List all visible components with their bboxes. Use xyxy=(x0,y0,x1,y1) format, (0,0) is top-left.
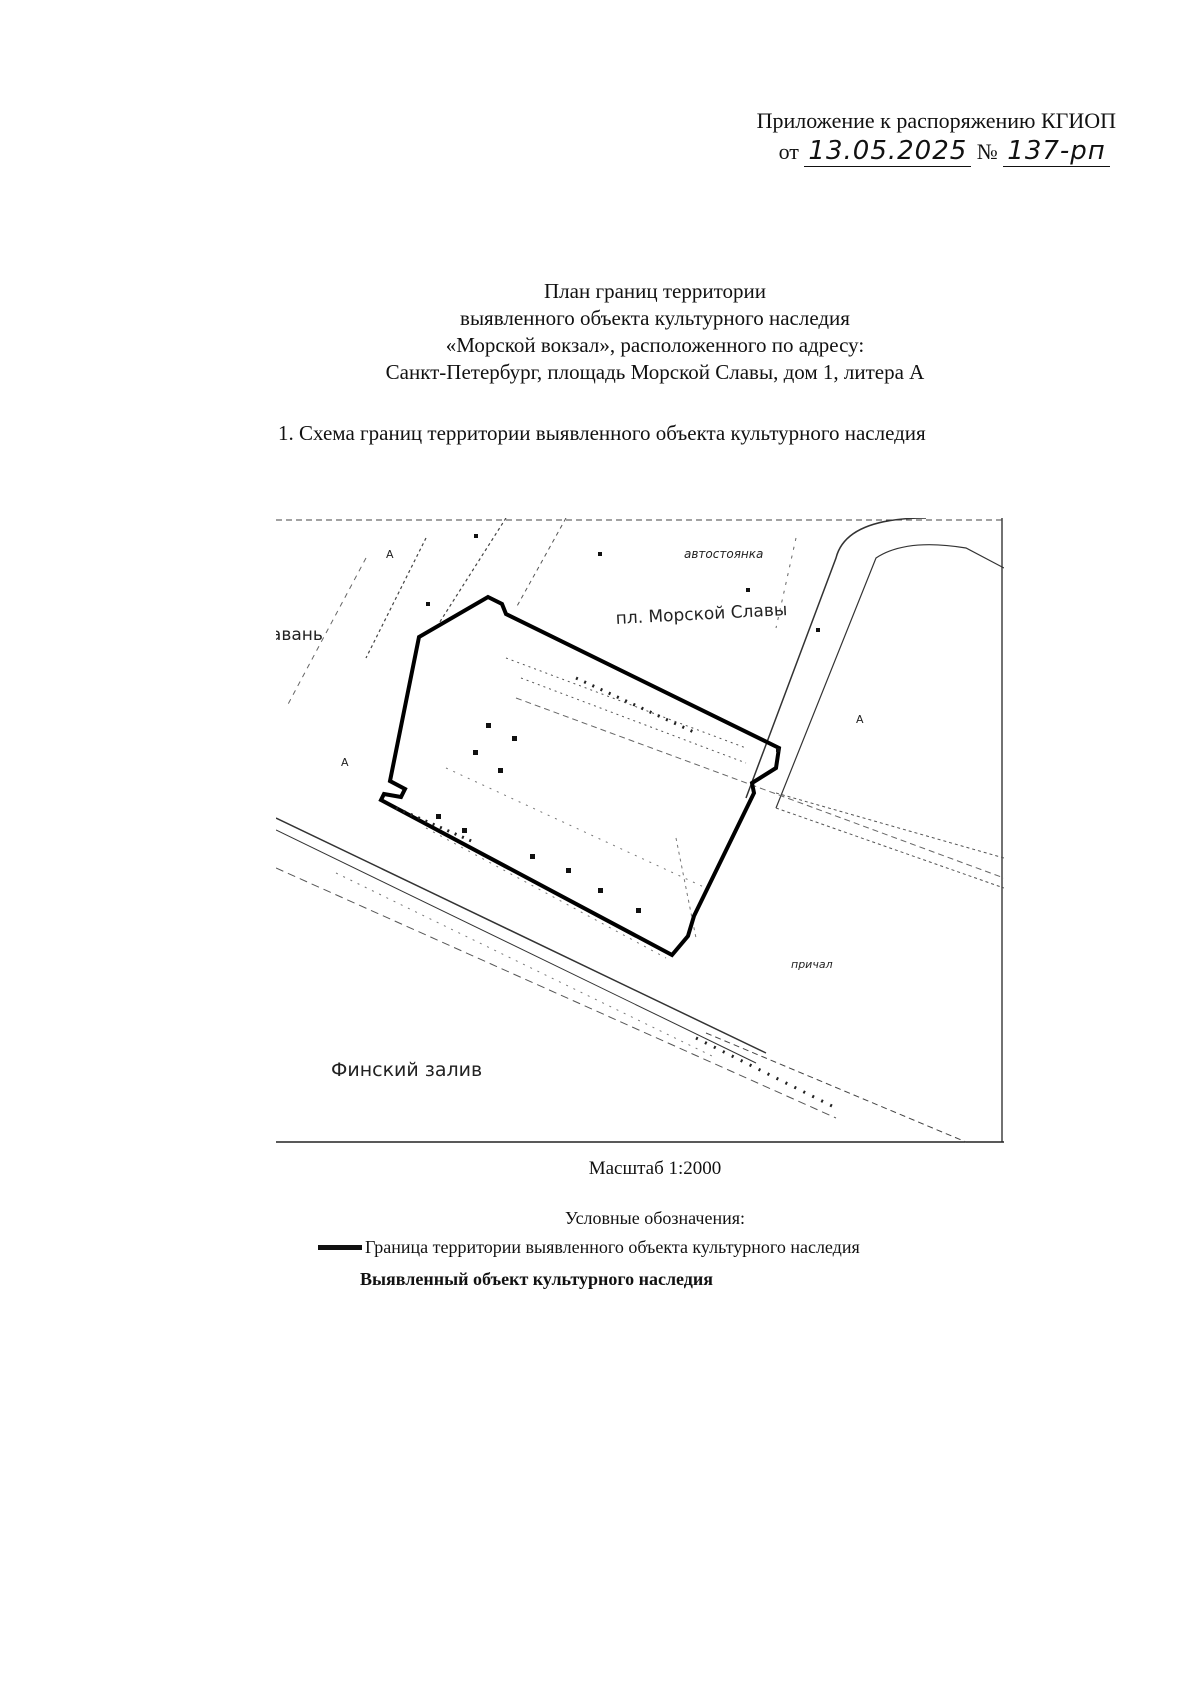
letter-a-3: А xyxy=(386,548,394,561)
order-reference: от 13.05.2025 № 137-рп xyxy=(778,136,1116,167)
order-date: 13.05.2025 xyxy=(804,136,972,167)
section-heading: 1. Схема границ территории выявленного о… xyxy=(278,421,926,445)
letter-a-2: А xyxy=(856,713,864,726)
bay-label: Финский залив xyxy=(331,1059,482,1081)
boundary-map: пл. Морской Славы гавань Финский залив а… xyxy=(276,518,1004,1143)
legend-title: Условные обозначения: xyxy=(564,1208,746,1228)
title-line-3: «Морской вокзал», расположенного по адре… xyxy=(445,333,865,357)
harbor-label: гавань xyxy=(276,625,323,645)
title-line-1: План границ территории xyxy=(544,279,766,303)
legend-item-object: Выявленный объект культурного наследия xyxy=(360,1269,714,1289)
letter-a-1: А xyxy=(341,756,349,769)
title-line-4: Санкт-Петербург, площадь Морской Славы, … xyxy=(385,360,925,384)
legend-item-boundary: Граница территории выявленного объекта к… xyxy=(318,1237,860,1258)
boundary-line-symbol xyxy=(318,1245,362,1250)
parking-label: автостоянка xyxy=(684,547,763,561)
order-number: 137-рп xyxy=(1003,136,1110,167)
legend-boundary-label: Граница территории выявленного объекта к… xyxy=(365,1237,860,1257)
number-prefix: № xyxy=(976,139,998,164)
scale-text: Масштаб 1:2000 xyxy=(588,1158,722,1179)
pier-label: причал xyxy=(791,958,833,971)
date-prefix: от xyxy=(778,139,799,164)
square-label: пл. Морской Славы xyxy=(615,600,788,629)
document-header: Приложение к распоряжению КГИОП от 13.05… xyxy=(756,108,1116,167)
plan-title: План границ территории выявленного объек… xyxy=(0,278,1200,386)
title-line-2: выявленного объекта культурного наследия xyxy=(460,306,850,330)
annex-title: Приложение к распоряжению КГИОП xyxy=(756,108,1116,133)
